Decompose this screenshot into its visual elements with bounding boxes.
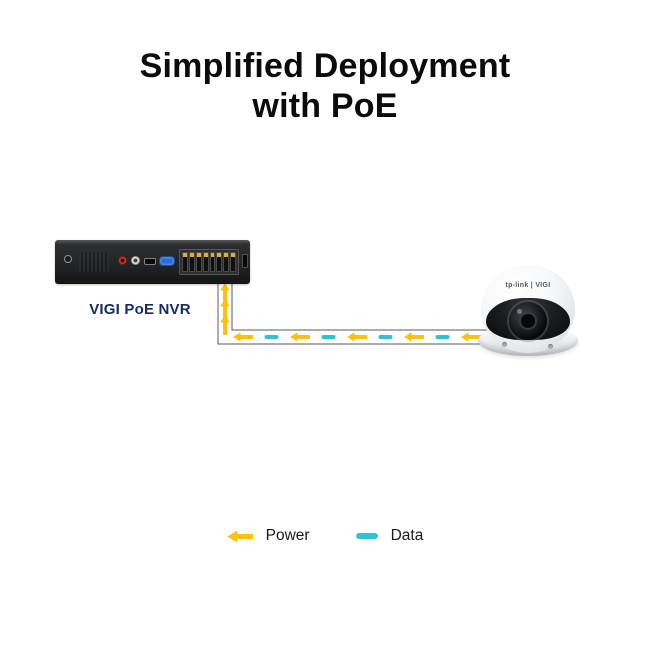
camera-brand-text: tp-link | VIGI: [505, 282, 551, 289]
poe-port-1: [182, 252, 188, 272]
camera-screw-right: [548, 344, 553, 349]
legend-item-power: Power: [226, 527, 310, 545]
camera-lens-pupil: [519, 312, 537, 330]
power-arrow-icon: [226, 530, 253, 542]
camera-lens: [509, 302, 547, 340]
poe-port-6: [216, 252, 223, 272]
legend-power-label: Power: [265, 527, 310, 544]
power-arrow-mark: [220, 315, 230, 335]
nvr-power-button: [64, 255, 72, 263]
power-arrow-mark: [220, 283, 230, 303]
data-dash-mark: [435, 335, 450, 339]
nvr-vents: [79, 252, 109, 272]
nvr-label: VIGI PoE NVR: [89, 301, 191, 318]
cable-flow-marks: [220, 283, 481, 342]
data-dash-mark: [264, 335, 279, 339]
poe-port-8: [230, 252, 236, 272]
data-dash-mark: [321, 335, 336, 339]
poe-port-4: [202, 252, 209, 272]
power-inlet: [242, 254, 248, 268]
cable-outline: [217, 280, 492, 345]
nvr-device: [55, 240, 250, 284]
audio-out-rca-port: [131, 256, 140, 265]
audio-in-rca-port: [118, 256, 127, 265]
data-dash-icon: [355, 533, 378, 539]
camera-lens-glint: [517, 309, 522, 314]
camera-screw-left: [502, 342, 507, 347]
camera-dome: tp-link | VIGI: [481, 265, 575, 353]
poe-port-2: [188, 252, 195, 272]
poe-port-7: [223, 252, 230, 272]
legend-item-data: Data: [355, 527, 424, 545]
title-line-1: Simplified Deployment: [139, 47, 511, 85]
poe-port-group: [179, 249, 239, 275]
cable-body: [218, 280, 492, 344]
power-arrow-mark: [233, 332, 253, 342]
data-dash-mark: [378, 335, 393, 339]
power-arrow-mark: [461, 332, 481, 342]
power-arrow-mark: [404, 332, 424, 342]
power-arrow-mark: [220, 299, 230, 319]
poe-port-5: [209, 252, 216, 272]
power-arrow-mark: [347, 332, 367, 342]
page-title: Simplified Deployment with PoE: [0, 46, 650, 126]
hdmi-port: [144, 258, 156, 265]
legend: Power Data: [0, 527, 650, 545]
title-line-2: with PoE: [252, 87, 398, 125]
power-arrow-mark: [290, 332, 310, 342]
vga-port: [159, 256, 175, 266]
dome-camera: tp-link | VIGI: [478, 265, 578, 357]
poe-port-3: [195, 252, 202, 272]
legend-data-label: Data: [390, 527, 424, 544]
